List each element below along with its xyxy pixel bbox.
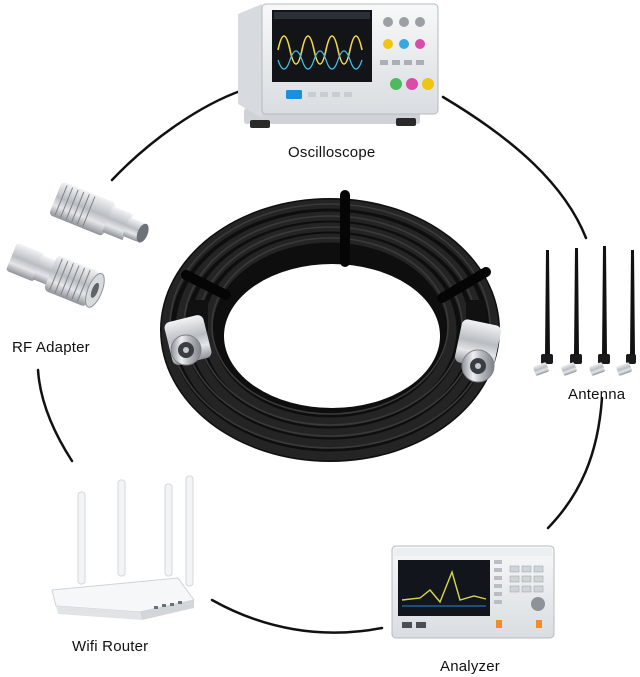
ring-arc-osc-antenna — [441, 95, 588, 240]
ring-arc-rf-osc — [110, 88, 245, 182]
antenna-1 — [533, 250, 553, 376]
wifi-router-device — [51, 475, 195, 620]
oscilloscope-knobs — [383, 17, 434, 90]
ring-arc-analyzer-router — [210, 598, 384, 634]
ring-arc-router-rf — [36, 368, 74, 463]
label-rf-adapter: RF Adapter — [12, 339, 90, 356]
bnc-connector-left — [164, 300, 212, 366]
rf-adapter-connectors — [6, 182, 149, 308]
connection-ring — [36, 88, 604, 634]
antenna-2 — [561, 248, 582, 376]
label-oscilloscope: Oscilloscope — [288, 144, 376, 161]
spectrum-analyzer-device — [391, 545, 555, 639]
label-antenna: Antenna — [568, 386, 626, 403]
antenna-set — [533, 246, 636, 376]
antenna-3 — [589, 246, 610, 376]
label-analyzer: Analyzer — [440, 658, 500, 675]
label-wifi-router: Wifi Router — [72, 638, 149, 655]
oscilloscope-device — [238, 3, 439, 128]
rf-adapter-bottom — [6, 243, 105, 308]
ring-arc-antenna-analyzer — [546, 396, 604, 530]
coiled-coax-cable — [160, 190, 502, 462]
antenna-4 — [616, 250, 636, 376]
bnc-connector-right — [454, 300, 502, 383]
rf-adapter-top — [49, 182, 149, 243]
cable-ties — [181, 190, 491, 303]
